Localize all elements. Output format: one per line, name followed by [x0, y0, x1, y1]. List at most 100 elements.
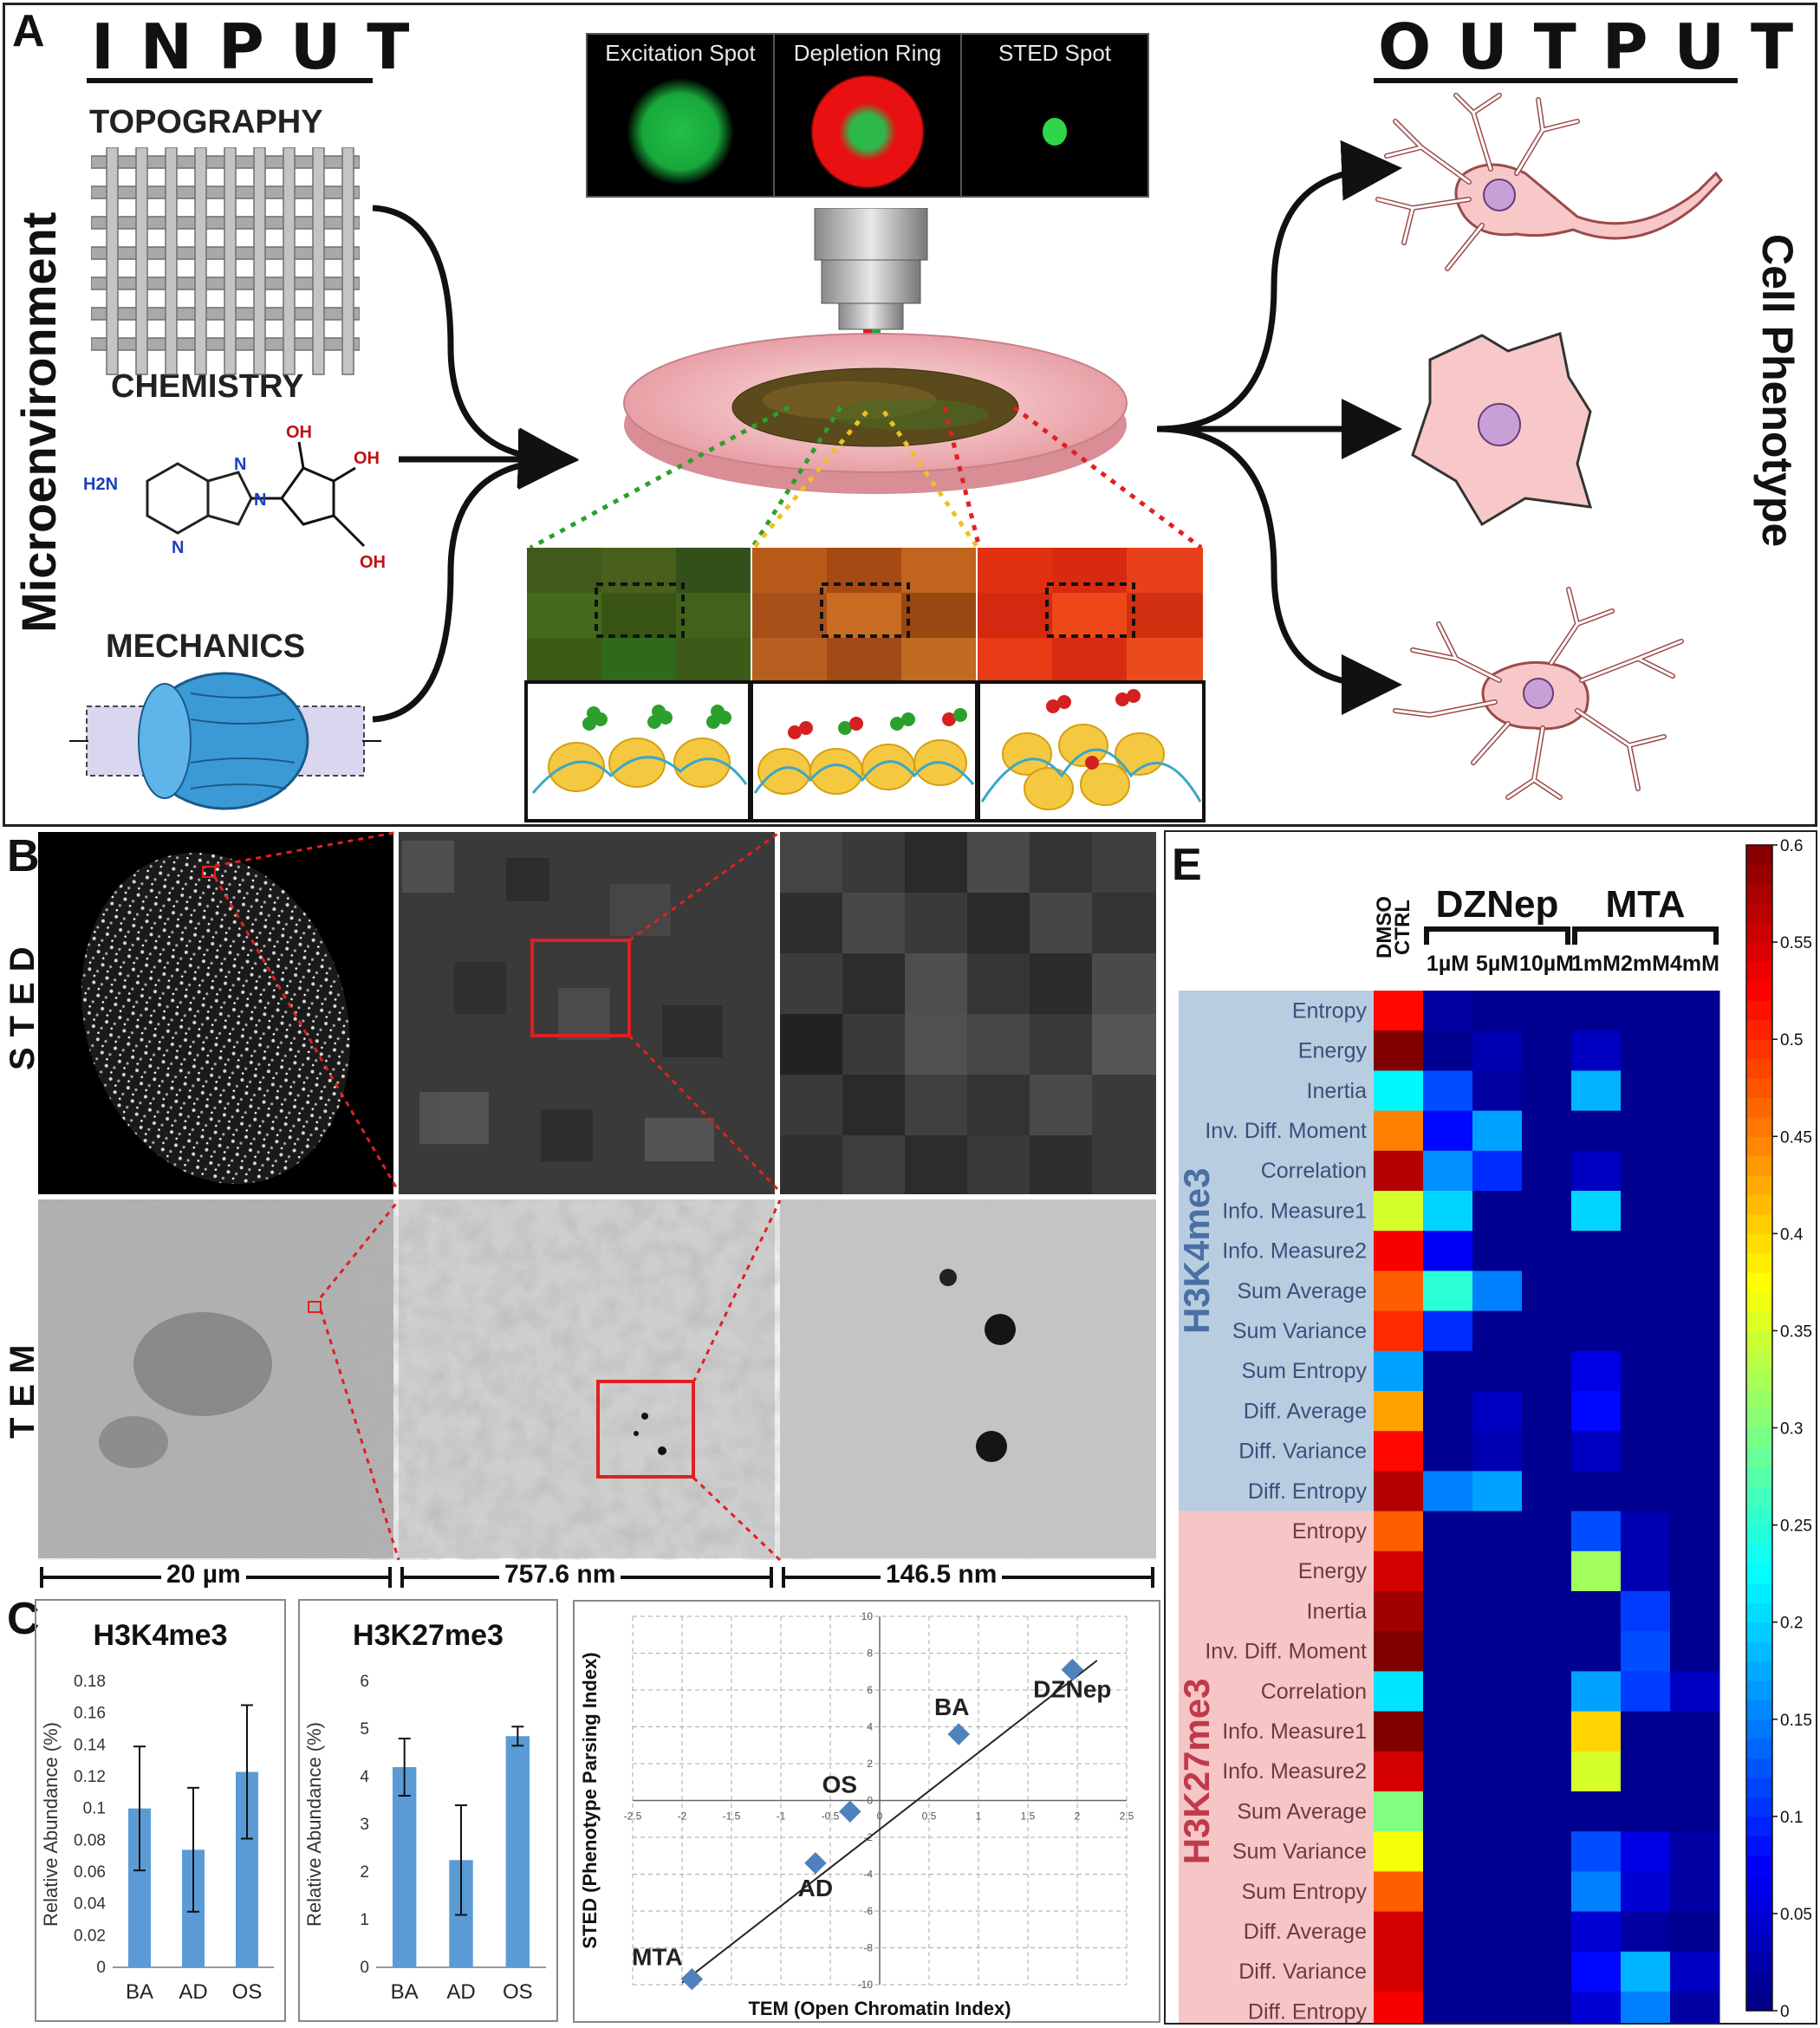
heatmap-cell: [1571, 1110, 1622, 1152]
heatmap-cell: [1423, 1871, 1473, 1913]
microscope-dish-image: [623, 208, 1128, 494]
chem-oh-label-3: OH: [360, 553, 386, 572]
y-tick-label: -6: [863, 1905, 873, 1917]
x-tick-label: -2.5: [624, 1810, 642, 1823]
heatmap-cell: [1621, 1831, 1671, 1872]
colorbar-segment: [1746, 1000, 1772, 1021]
colorbar-segment: [1746, 980, 1772, 1001]
column-label: 10µM: [1519, 952, 1574, 976]
panel-a-label: A: [12, 6, 45, 56]
heatmap-cell: [1522, 1150, 1572, 1192]
heatmap-cell: [1522, 1550, 1572, 1592]
mechanics-cylinder-image: [69, 672, 381, 810]
heatmap-cell: [1621, 1471, 1671, 1512]
heatmap-cell: [1472, 1431, 1523, 1472]
y-axis-label: Relative Abundance (%): [303, 1722, 325, 1927]
stellate-cell-image: [1393, 587, 1684, 800]
heatmap-cell: [1472, 1951, 1523, 1992]
heatmap-cell: [1621, 1951, 1671, 1992]
x-tick-label: 2.5: [1120, 1810, 1134, 1823]
y-tick-label: 0.08: [74, 1831, 106, 1849]
heatmap-cell: [1522, 1310, 1572, 1352]
colorbar-segment: [1746, 942, 1772, 963]
colorbar-tick-label: 0.4: [1780, 1225, 1804, 1244]
colorbar-segment: [1746, 961, 1772, 982]
colorbar-segment: [1746, 1602, 1772, 1623]
x-tick-label: 1: [976, 1810, 982, 1823]
heatmap-cell: [1374, 1310, 1424, 1352]
y-tick-label: -10: [858, 1979, 874, 1991]
colorbar-segment: [1746, 1641, 1772, 1662]
heatmap-row-label: Diff. Variance: [1238, 1960, 1367, 1984]
colorbar-segment: [1746, 1485, 1772, 1506]
heatmap-cell: [1571, 1791, 1622, 1832]
heatmap-cell: [1374, 1631, 1424, 1672]
heatmap-cell: [1522, 1191, 1572, 1232]
point-label-ad: AD: [798, 1875, 833, 1901]
colorbar-segment: [1746, 1797, 1772, 1817]
y-tick-label: 0.14: [74, 1736, 106, 1754]
heatmap-cell: [1472, 1110, 1523, 1152]
y-tick-label: 10: [861, 1610, 874, 1622]
colorbar-segment: [1746, 1524, 1772, 1545]
panel-b-zoom-lines: [213, 830, 782, 1562]
panel-e: [1164, 830, 1817, 2025]
colorbar-segment: [1746, 1330, 1772, 1351]
heatmap-cell: [1472, 1231, 1523, 1271]
tem-image-row: [38, 1199, 1156, 1558]
heatmap-cell: [1472, 1631, 1523, 1672]
sted-spot-box: STED Spot: [960, 33, 1149, 198]
heatmap-cell: [1374, 1471, 1424, 1512]
heatmap-cell: [1423, 1391, 1473, 1432]
heatmap-cell: [1670, 1871, 1720, 1913]
y-tick-label: 1: [360, 1911, 369, 1929]
heatmap-cell: [1522, 1391, 1572, 1432]
colorbar-tick-label: 0.3: [1780, 1420, 1803, 1439]
heatmap-row-label: Info. Measure1: [1222, 1719, 1367, 1744]
panel-a: [3, 3, 1817, 827]
heatmap-cell: [1621, 1070, 1671, 1112]
heatmap-row-label: Diff. Entropy: [1248, 1999, 1368, 2023]
heatmap-cell: [1670, 1271, 1720, 1312]
heatmap-cell: [1472, 1030, 1523, 1071]
heatmap-cell: [1670, 1511, 1720, 1552]
colorbar-segment: [1746, 883, 1772, 904]
input-arrows: [372, 140, 1402, 723]
sted-spot-icon: [1043, 118, 1067, 146]
colorbar-tick-label: 0.6: [1780, 837, 1803, 855]
heatmap-cell: [1374, 1791, 1424, 1832]
heatmap-cell: [1621, 1711, 1671, 1752]
heatmap-cell: [1423, 991, 1473, 1031]
colorbar-tick-label: 0.45: [1780, 1128, 1812, 1147]
colorbar-tick-label: 0.15: [1780, 1712, 1812, 1730]
heatmap-cell: [1670, 1911, 1720, 1953]
heatmap-cell: [1670, 1070, 1720, 1112]
colorbar-segment: [1746, 1058, 1772, 1079]
colorbar-segment: [1746, 1427, 1772, 1448]
heatmap-cell: [1571, 1150, 1622, 1192]
heatmap-cell: [1571, 1871, 1622, 1913]
colorbar-tick-label: 0.25: [1780, 1518, 1812, 1536]
heatmap-cell: [1571, 1191, 1622, 1232]
chem-oh-label-2: OH: [354, 449, 380, 468]
heatmap-cell: [1621, 1871, 1671, 1913]
heatmap-cell: [1374, 1871, 1424, 1913]
heatmap-cell: [1423, 1992, 1473, 2023]
colorbar-segment: [1746, 1291, 1772, 1312]
heatmap-cell: [1472, 1751, 1523, 1792]
heatmap-cell: [1374, 1591, 1424, 1632]
colorbar-segment: [1746, 864, 1772, 885]
colorbar-segment: [1746, 1583, 1772, 1603]
heatmap-row-label: Correlation: [1261, 1159, 1367, 1183]
column-label: 5µM: [1476, 952, 1518, 976]
x-axis-label: TEM (Open Chromatin Index): [748, 1998, 1011, 2019]
heatmap-cell: [1472, 1911, 1523, 1953]
heatmap-cell: [1621, 1671, 1671, 1713]
heatmap-cell: [1374, 1431, 1424, 1472]
heatmap-cell: [1571, 1271, 1622, 1312]
colorbar-segment: [1746, 1875, 1772, 1895]
heatmap-cell: [1621, 1391, 1671, 1432]
heatmap-cell: [1670, 1992, 1720, 2023]
heatmap-cell: [1374, 1191, 1424, 1232]
heatmap-cell: [1670, 1110, 1720, 1152]
